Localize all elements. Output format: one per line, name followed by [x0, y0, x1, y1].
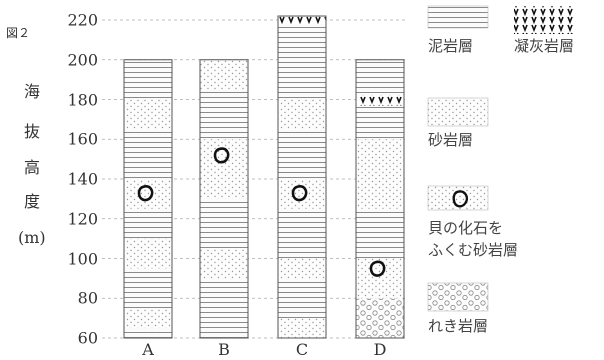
layer-sandstone — [200, 60, 248, 90]
layer-sandstone — [124, 239, 172, 269]
layer-tuff — [278, 16, 326, 24]
layer-sandstone — [124, 308, 172, 328]
layer-mudstone — [278, 278, 326, 318]
layer-sandstone — [124, 179, 172, 209]
legend-swatch-tuff — [514, 6, 576, 34]
layer-tuff — [356, 96, 404, 106]
column-D — [356, 60, 404, 338]
x-label-D: D — [360, 340, 400, 359]
layer-sandstone — [278, 318, 326, 338]
legend-label-fossil-1: 貝の化石を — [428, 218, 503, 238]
layer-conglomerate — [356, 298, 404, 338]
layer-mudstone — [124, 328, 172, 338]
layer-mudstone — [278, 209, 326, 259]
column-B — [200, 60, 248, 338]
layer-sandstone — [278, 179, 326, 209]
layer-sandstone — [278, 100, 326, 130]
legend-label-conglomerate: れき岩層 — [428, 316, 488, 336]
legend-swatch-conglomerate — [428, 283, 488, 311]
layer-mudstone — [356, 209, 404, 259]
column-A — [124, 60, 172, 338]
layer-sandstone — [356, 139, 404, 209]
layer-mudstone — [124, 209, 172, 239]
layer-mudstone — [356, 105, 404, 139]
legend-label-fossil-2: ふくむ砂岩層 — [428, 240, 518, 260]
legend-label-mudstone: 泥岩層 — [428, 36, 473, 56]
column-C — [278, 16, 326, 338]
layer-mudstone — [124, 129, 172, 179]
layer-sandstone — [124, 100, 172, 130]
layer-mudstone — [200, 278, 248, 338]
layer-mudstone — [200, 199, 248, 249]
x-label-B: B — [204, 340, 244, 359]
layer-mudstone — [124, 60, 172, 100]
legend-swatch-mudstone — [428, 6, 488, 28]
layer-mudstone — [278, 24, 326, 100]
layer-mudstone — [200, 90, 248, 140]
layer-mudstone — [278, 129, 326, 179]
legend-label-tuff: 凝灰岩層 — [514, 36, 574, 56]
legend-swatch-sandstone — [428, 98, 488, 126]
legend-label-sandstone: 砂岩層 — [428, 130, 473, 150]
columns — [124, 16, 404, 338]
layer-mudstone — [124, 268, 172, 308]
x-label-A: A — [128, 340, 168, 359]
layer-sandstone — [278, 259, 326, 279]
layer-mudstone — [356, 60, 404, 96]
layer-sandstone — [356, 259, 404, 299]
x-label-C: C — [282, 340, 322, 359]
layer-sandstone — [200, 249, 248, 279]
